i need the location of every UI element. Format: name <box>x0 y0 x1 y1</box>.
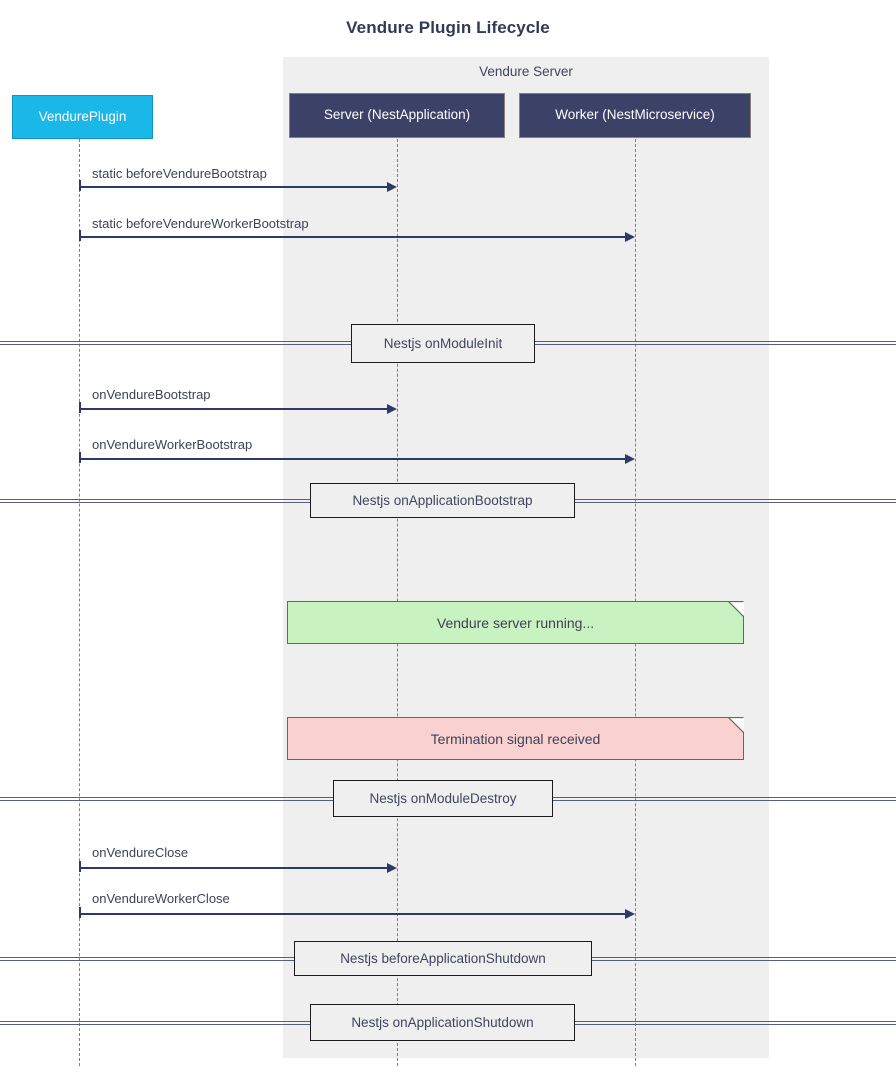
message-arrow-onvendurebootstrap[interactable] <box>79 408 388 410</box>
note-fold-edge-icon <box>728 717 744 733</box>
group-panel-vendure-server <box>283 57 769 1058</box>
message-tail <box>79 402 81 413</box>
message-label-onvendureworkerbootstrap: onVendureWorkerBootstrap <box>92 437 253 452</box>
message-tail <box>79 180 81 191</box>
message-label-onvendurebootstrap: onVendureBootstrap <box>92 387 211 402</box>
note-fold-edge-icon <box>728 601 744 617</box>
message-arrow-onvendureworkerbootstrap[interactable] <box>79 458 626 460</box>
note-termination-signal-received: Termination signal received <box>287 717 744 760</box>
divider-nestjs-onapplicationbootstrap: Nestjs onApplicationBootstrap <box>310 483 575 518</box>
note-label: Vendure server running... <box>436 614 595 631</box>
message-arrow-onvendureworkerclose[interactable] <box>79 913 626 915</box>
note-fold-icon <box>729 601 744 616</box>
arrow-head-icon <box>625 454 635 464</box>
note-label: Termination signal received <box>430 730 601 747</box>
message-tail <box>79 230 81 241</box>
participant-vendureplugin[interactable]: VendurePlugin <box>12 95 153 139</box>
arrow-head-icon <box>387 182 397 192</box>
group-label: Vendure Server <box>479 64 573 79</box>
arrow-head-icon <box>625 909 635 919</box>
divider-nestjs-onmoduledestroy: Nestjs onModuleDestroy <box>333 780 553 817</box>
arrow-head-icon <box>625 232 635 242</box>
divider-nestjs-onapplicationshutdown: Nestjs onApplicationShutdown <box>310 1004 575 1041</box>
message-label-onvendureworkerclose: onVendureWorkerClose <box>92 891 230 906</box>
message-label-static-beforevendurebootstrap: static beforeVendureBootstrap <box>92 166 267 181</box>
message-arrow-static-beforevendurebootstrap[interactable] <box>79 186 388 188</box>
participant-worker[interactable]: Worker (NestMicroservice) <box>519 93 751 138</box>
message-label-static-beforevendureworkerbootstrap: static beforeVendureWorkerBootstrap <box>92 216 309 231</box>
message-tail <box>79 907 81 918</box>
message-tail <box>79 452 81 463</box>
message-label-onvendureclose: onVendureClose <box>92 845 189 860</box>
message-arrow-static-beforevendureworkerbootstrap[interactable] <box>79 236 626 238</box>
divider-nestjs-onmoduleinit: Nestjs onModuleInit <box>351 324 535 363</box>
page-title: Vendure Plugin Lifecycle <box>346 18 550 37</box>
message-arrow-onvendureclose[interactable] <box>79 867 388 869</box>
note-fold-icon <box>729 717 744 732</box>
message-tail <box>79 861 81 872</box>
divider-nestjs-beforeapplicationshutdown: Nestjs beforeApplicationShutdown <box>294 941 592 976</box>
arrow-head-icon <box>387 863 397 873</box>
note-vendure-server-running: Vendure server running... <box>287 601 744 644</box>
lifeline-vendureplugin <box>79 139 80 1066</box>
participant-server[interactable]: Server (NestApplication) <box>289 93 505 138</box>
arrow-head-icon <box>387 404 397 414</box>
